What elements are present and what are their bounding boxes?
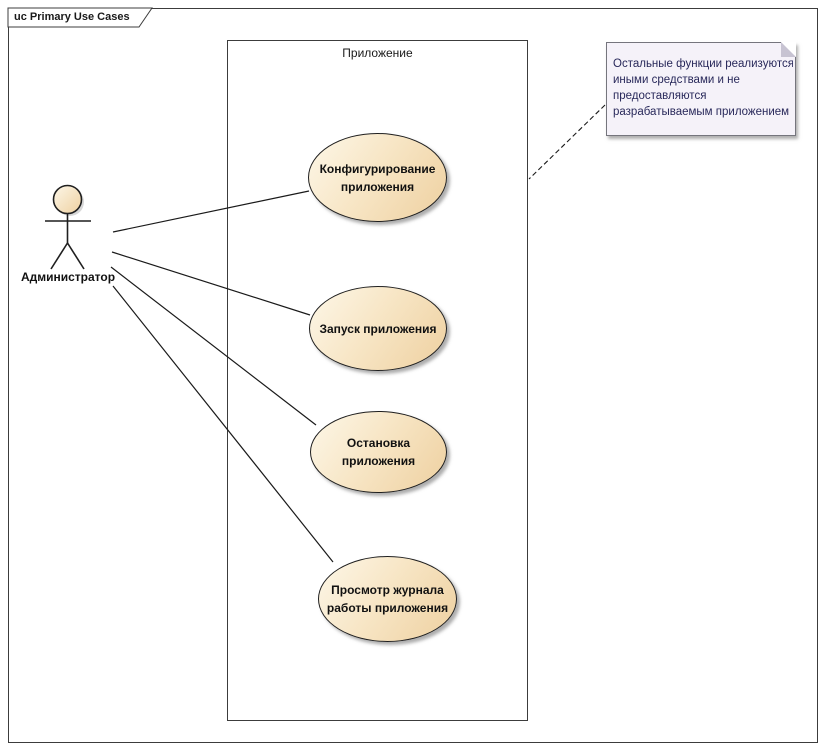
association-line-start[interactable] [111, 251, 311, 316]
system-boundary-title: Приложение [342, 46, 413, 60]
actor-name-label: Администратор [20, 270, 116, 284]
association-line-configure[interactable] [112, 190, 310, 233]
usecase-label: Запуск приложения [319, 321, 437, 336]
frame-tab [7, 7, 153, 28]
actor-right-leg [66, 242, 85, 270]
note-text-line: разрабатываемым приложением [613, 106, 790, 118]
usecase-start-application[interactable]: Запуск приложения [309, 286, 447, 371]
usecase-label: Конфигурирование [319, 161, 436, 176]
usecase-view-application-log[interactable]: Просмотр журнала работы приложения [318, 556, 457, 642]
note-text-line: иными средствами и не [613, 74, 740, 86]
note-text-line: Остальные функции реализуются [613, 58, 793, 70]
system-boundary[interactable] [227, 40, 528, 721]
note-link-line[interactable] [528, 104, 606, 180]
note-text-line: предоставляются [613, 90, 707, 102]
actor-icon[interactable] [45, 184, 91, 270]
actor-head [52, 184, 83, 215]
association-line-viewlog[interactable] [112, 285, 334, 563]
diagram-frame [8, 8, 818, 743]
usecase-stop-application[interactable]: Остановка приложения [310, 411, 447, 493]
association-line-stop[interactable] [110, 266, 317, 426]
usecase-label: Остановка [346, 436, 411, 450]
frame-title: uc Primary Use Cases [14, 11, 130, 23]
actor-left-leg [50, 242, 69, 270]
usecase-label: Просмотр журнала [331, 583, 444, 597]
usecase-label: работы приложения [326, 601, 449, 615]
usecase-label: приложения [340, 179, 415, 194]
usecase-label: приложения [341, 454, 416, 468]
note[interactable]: Остальные функции реализуются иными сред… [606, 42, 796, 136]
usecase-configure-application[interactable]: Конфигурирование приложения [308, 133, 447, 222]
